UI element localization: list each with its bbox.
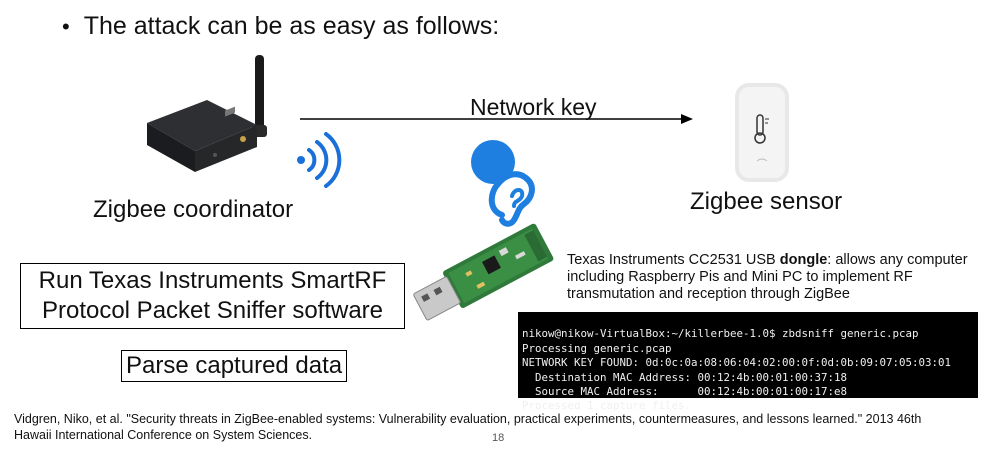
zigbee-sensor-thermometer-icon — [735, 83, 789, 182]
bullet-line: • The attack can be as easy as follows: — [62, 12, 499, 41]
sensor-label: Zigbee sensor — [690, 188, 843, 215]
network-key-arrow — [300, 114, 693, 124]
dongle-desc-bold: dongle — [779, 252, 828, 268]
terminal-line: nikow@nikow-VirtualBox:~/killerbee-1.0$ … — [522, 327, 919, 341]
terminal-line: NETWORK KEY FOUND: 0d:0c:0a:08:06:04:02:… — [522, 356, 952, 370]
coordinator-label: Zigbee coordinator — [93, 196, 294, 223]
page-number: 18 — [492, 432, 505, 444]
zigbee-coordinator-device-icon — [147, 55, 267, 172]
wireless-signal-icon — [297, 132, 342, 188]
smartrf-line-1: Run Texas Instruments SmartRF — [38, 267, 387, 294]
terminal-line: Source MAC Address: 00:12:4b:00:01:00:17… — [522, 385, 848, 399]
arrow-label: Network key — [470, 94, 597, 120]
eavesdropping-ear-icon — [471, 140, 535, 227]
bullet-dot: • — [62, 13, 70, 39]
dongle-desc-pre: Texas Instruments CC2531 USB — [567, 252, 780, 268]
terminal-line: Processed 1 capture files. — [522, 399, 692, 413]
dongle-desc-post: : allows any computer including Raspberr… — [567, 252, 968, 302]
usb-dongle-icon — [413, 223, 554, 321]
dongle-description: Texas Instruments CC2531 USB dongle: all… — [567, 252, 987, 303]
terminal-line: Destination MAC Address: 00:12:4b:00:01:… — [522, 370, 848, 384]
terminal-output: nikow@nikow-VirtualBox:~/killerbee-1.0$ … — [518, 312, 978, 412]
smartrf-step-box: Run Texas Instruments SmartRF Protocol P… — [20, 263, 405, 329]
smartrf-line-2: Protocol Packet Sniffer software — [41, 297, 384, 324]
bullet-text: The attack can be as easy as follows: — [83, 12, 500, 40]
terminal-line: Processing generic.pcap — [522, 341, 672, 355]
parse-step-box: Parse captured data — [121, 350, 348, 382]
citation: Vidgren, Niko, et al. "Security threats … — [14, 412, 922, 442]
